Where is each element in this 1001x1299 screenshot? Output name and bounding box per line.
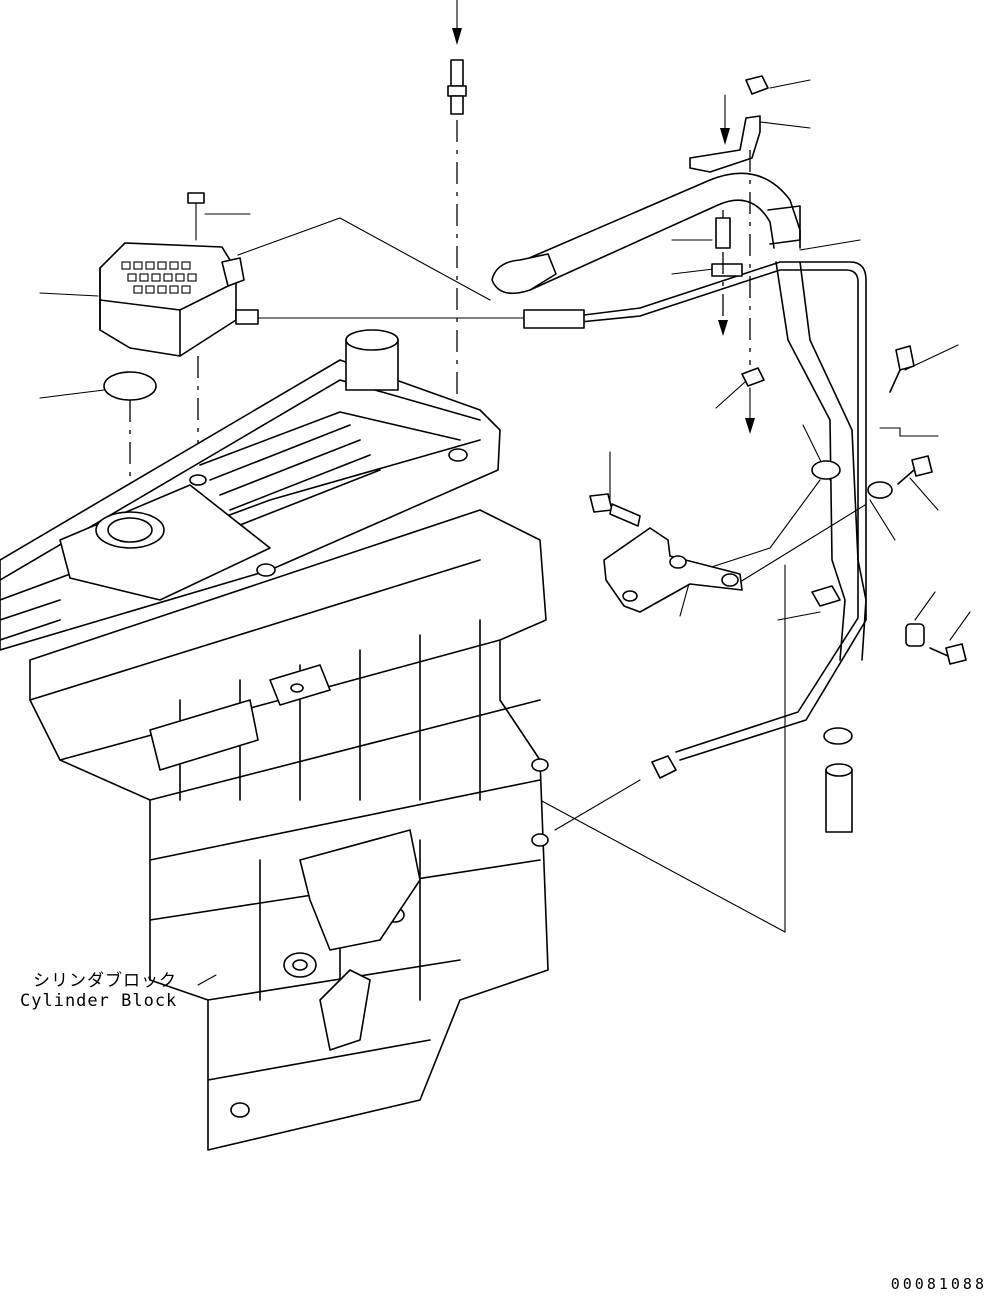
figure-id: 00081088	[890, 1275, 987, 1293]
middle-bracket	[589, 493, 743, 613]
breather-pipe	[491, 172, 967, 833]
upper-bracket	[689, 75, 769, 365]
engine-block	[0, 329, 549, 1151]
top-stud	[447, 0, 467, 450]
leader-lines	[237, 79, 971, 933]
cylinder-block-label-en: Cylinder Block	[20, 991, 178, 1011]
cylinder-block-label-jp: シリンダブロック	[33, 971, 177, 991]
breather-unit	[39, 192, 526, 530]
connector-pins	[121, 261, 197, 294]
